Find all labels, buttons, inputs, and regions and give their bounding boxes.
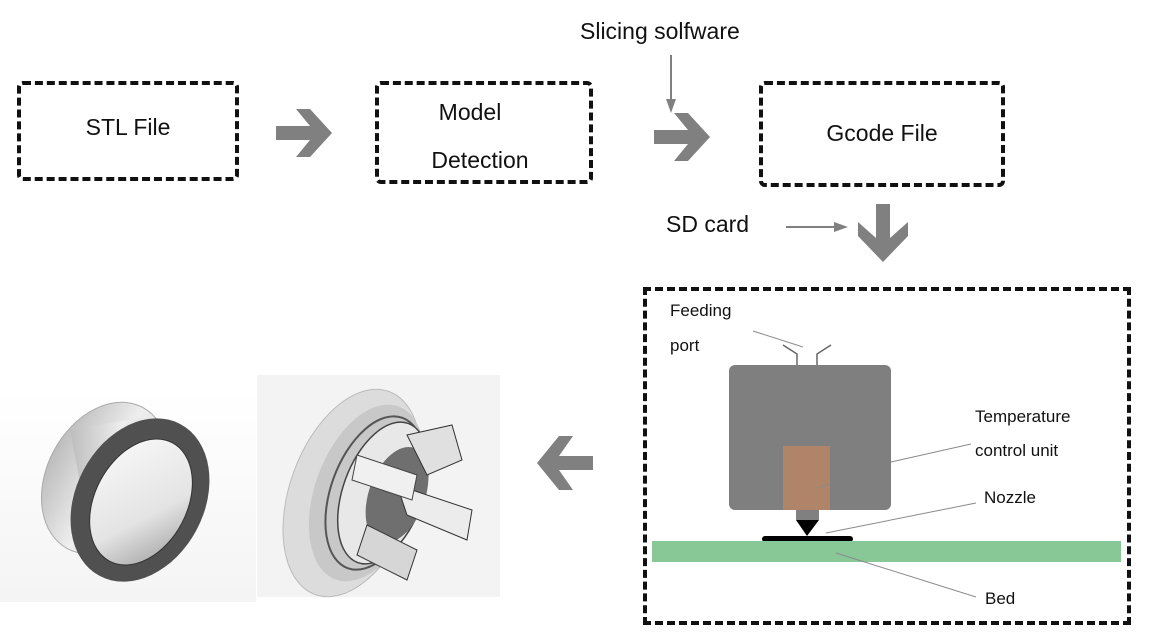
leader-nozzle (825, 502, 977, 534)
printer-schematic-box (643, 287, 1131, 625)
stl-file-label: STL File (85, 114, 171, 140)
stl-file-box (17, 81, 239, 181)
leader-temp (890, 443, 972, 463)
feeding-port-label-line1: Feeding (670, 301, 732, 320)
model-detection-label-line2: Detection (431, 147, 529, 173)
arrow-right-icon (276, 109, 332, 157)
nozzle-label: Nozzle (984, 488, 1036, 507)
leader-temp-inner (816, 483, 831, 489)
arrow-left-icon (537, 436, 593, 490)
printed-ring-part-image (0, 390, 256, 602)
extruded-layer (762, 536, 853, 542)
printer-schematic (652, 330, 1121, 598)
temperature-control-label-line1: Temperature (975, 407, 1071, 426)
slicing-pointer-arrow (666, 55, 676, 113)
gcode-file-box (759, 81, 1005, 187)
temperature-control-unit (783, 446, 830, 510)
nozzle-neck (796, 510, 819, 520)
temperature-control-label-line2: control unit (975, 441, 1059, 460)
print-bed (652, 541, 1121, 562)
feeding-port-label-line2: port (670, 336, 700, 355)
printed-cap-part-image (257, 375, 500, 598)
arrow-down-icon (858, 204, 908, 262)
nozzle-tip (796, 520, 819, 536)
sd-card-pointer-arrow (786, 222, 848, 232)
leader-feeding (752, 330, 804, 348)
model-detection-box (375, 81, 593, 184)
slicing-software-label: Slicing solfware (580, 18, 740, 44)
model-detection-label-line1: Model (438, 99, 502, 125)
print-head-body (729, 365, 891, 510)
bed-label: Bed (985, 589, 1016, 608)
gcode-file-label: Gcode File (826, 120, 938, 146)
feeding-port-icon (782, 344, 832, 367)
arrow-right-icon (654, 113, 710, 161)
leader-bed (835, 552, 977, 598)
sd-card-label: SD card (666, 211, 750, 237)
